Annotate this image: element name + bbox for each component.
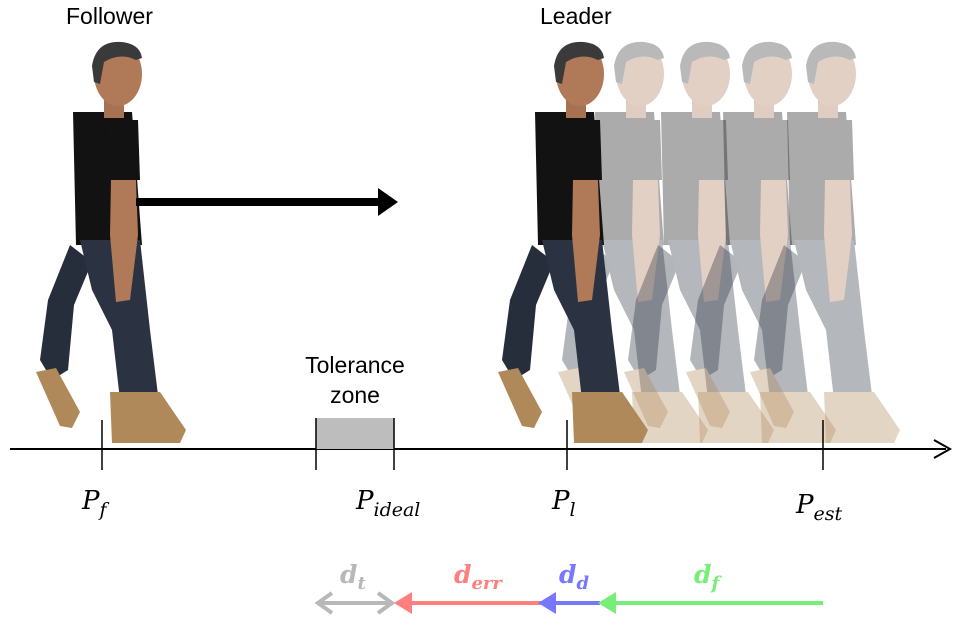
derr-label: derr (454, 560, 502, 594)
ground-axis (10, 439, 953, 459)
dt-label: dt (340, 560, 366, 594)
pf-label: Pf (82, 486, 107, 521)
tolerance-zone-box (316, 418, 394, 449)
pl-label: Pl (552, 486, 576, 521)
dd-label: dd (559, 560, 590, 594)
tolerance-line2: zone (330, 382, 380, 408)
dt-arrow (314, 591, 396, 615)
pideal-label: Pideal (356, 486, 421, 521)
tolerance-line1: Tolerance (305, 352, 405, 378)
leader-label: Leader (540, 3, 612, 29)
tolerance-zone-label: Tolerance zone (285, 350, 425, 410)
df-label: df (694, 560, 720, 594)
follower-label: Follower (66, 3, 153, 29)
dd-arrow (538, 592, 600, 614)
pest-label: Pest (796, 490, 843, 525)
movement-arrow (136, 188, 398, 216)
follower-figure (36, 41, 186, 443)
derr-arrow (394, 592, 542, 614)
df-arrow (598, 592, 823, 614)
